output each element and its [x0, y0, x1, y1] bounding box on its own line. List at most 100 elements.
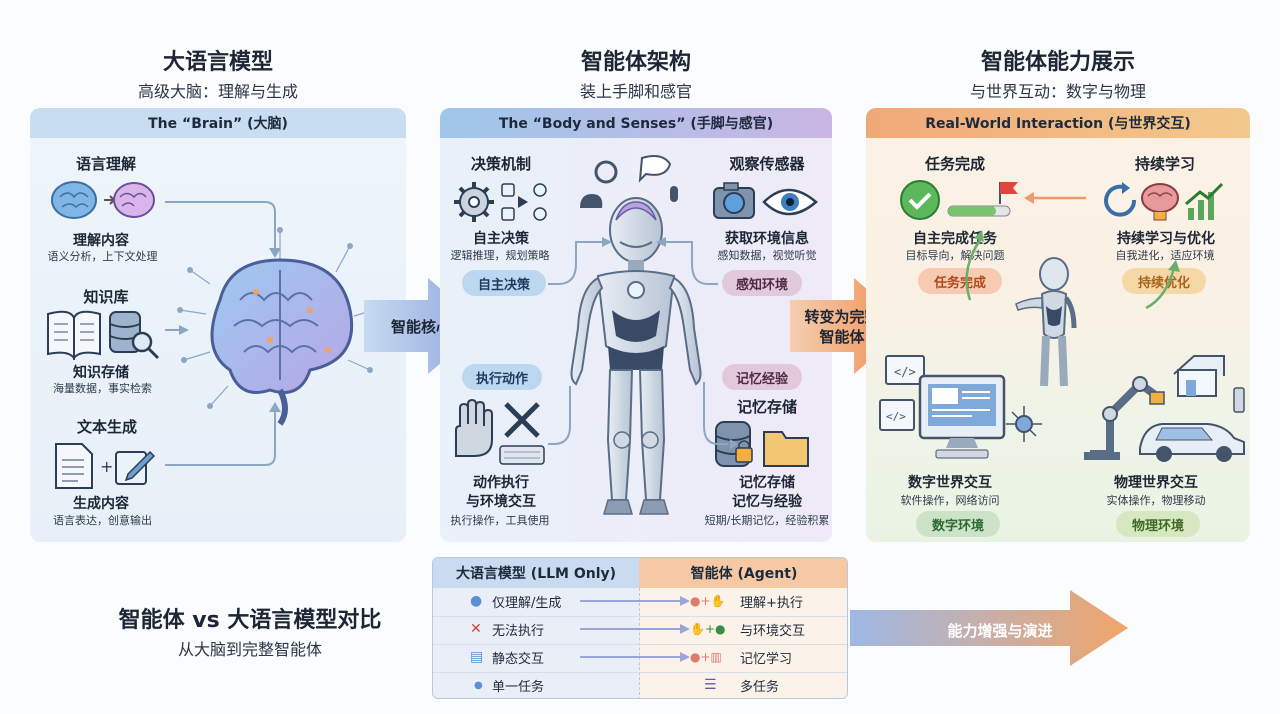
- gen-title: 文本生成: [76, 418, 137, 436]
- task-desc: 目标导向，解决问题: [905, 249, 1005, 262]
- memory-pill: 记忆经验: [722, 364, 802, 390]
- central-brain-icon: [177, 227, 377, 426]
- small-brain-icon: ●: [470, 593, 483, 609]
- evolution-arrow: [850, 590, 1128, 666]
- pointing-robot-icon: [1015, 257, 1077, 387]
- col3-flow-arrows: [965, 192, 1180, 310]
- compare-row-right: 理解+执行: [740, 595, 803, 611]
- robot-arm-car-house-icon: [1084, 355, 1245, 462]
- evolution-arrow-label: 能力增强与演进: [947, 622, 1053, 640]
- compare-left-header: 大语言模型 (LLM Only): [433, 558, 639, 588]
- sensor-desc: 感知数据，视觉听觉: [717, 249, 817, 262]
- arrow-transform-label-2: 智能体: [819, 328, 865, 346]
- col1-subtitle: 高级大脑：理解与生成: [137, 82, 298, 101]
- learn-title: 持续学习: [1134, 155, 1195, 173]
- lang-label: 理解内容: [73, 233, 129, 249]
- task-label: 自主完成任务: [913, 231, 997, 247]
- body-panel-header: The “Body and Senses” (手脚与感官): [440, 108, 832, 138]
- database-folder-icon: [715, 421, 809, 467]
- memory-title: 记忆存储: [736, 398, 797, 416]
- window-icon: ▤: [470, 649, 484, 665]
- col2-title: 智能体架构: [580, 50, 691, 75]
- robot-hand-tools-icon: [455, 398, 545, 465]
- col3-subtitle: 与世界互动：数字与物理: [969, 82, 1146, 101]
- memory-desc: 短期/长期记忆，经验积累: [704, 514, 830, 527]
- row-arrow-icon: [580, 652, 690, 662]
- memory-label2: 记忆与经验: [732, 494, 802, 510]
- compare-right-header: 智能体 (Agent): [639, 558, 847, 588]
- compare-row-divider-3: [433, 672, 847, 673]
- dot-icon: ●: [474, 679, 483, 691]
- sensor-label: 获取环境信息: [725, 231, 809, 247]
- check-progress-icon: [900, 180, 1018, 220]
- decision-desc: 逻辑推理，规划策略: [450, 249, 550, 262]
- compare-row-left: 仅理解/生成: [492, 595, 562, 611]
- action-label1: 动作执行: [473, 475, 529, 491]
- task-pill: 任务完成: [918, 268, 1002, 294]
- memory-label1: 记忆存储: [739, 475, 795, 491]
- col1-title: 大语言模型: [162, 50, 273, 75]
- compare-row: ● 仅理解/生成 ●+✋ 理解+执行: [434, 587, 846, 615]
- col3-title: 智能体能力展示: [980, 50, 1135, 75]
- gen-label: 生成内容: [73, 496, 129, 512]
- computer-network-icon: </> </>: [879, 355, 1042, 459]
- blocked-icon: ✕: [470, 621, 482, 637]
- row-arrow-icon: [580, 624, 690, 634]
- compare-row-right: 多任务: [740, 679, 780, 695]
- gen-desc: 语言表达，创意输出: [53, 514, 152, 527]
- physical-desc: 实体操作，物理移动: [1106, 494, 1206, 507]
- compare-left-bg: [433, 588, 639, 698]
- kb-title: 知识库: [83, 288, 129, 306]
- compare-row: ● 单一任务 ☰ 多任务: [434, 671, 846, 699]
- compare-divider: [639, 588, 640, 698]
- compare-title: 智能体 vs 大语言模型对比: [118, 608, 382, 633]
- brain-icon: [51, 181, 155, 219]
- physical-label: 物理世界交互: [1114, 475, 1198, 491]
- digital-label: 数字世界交互: [908, 475, 992, 491]
- digital-pill: 数字环境: [916, 511, 1000, 537]
- arrow-transform-label-1: 转变为完整: [804, 308, 880, 326]
- svg-text:</>: </>: [886, 410, 906, 423]
- svg-text:+: +: [100, 457, 113, 476]
- arrow-core-label: 智能核心: [390, 318, 451, 336]
- col1-connectors: [165, 201, 281, 466]
- compare-subtitle: 从大脑到完整智能体: [177, 640, 322, 659]
- compare-row-left: 静态交互: [492, 651, 545, 667]
- list-icon: ☰: [704, 677, 717, 693]
- gear-flow-icon: [454, 182, 547, 222]
- compare-right-bg: [639, 588, 847, 698]
- camera-eye-icon: [713, 182, 818, 219]
- action-pill: 执行动作: [462, 364, 542, 390]
- compare-row-left: 单一任务: [492, 679, 545, 695]
- action-label2: 与环境交互: [466, 494, 536, 510]
- document-edit-icon: +: [55, 443, 156, 489]
- col2-subtitle: 装上手脚和感官: [579, 82, 692, 101]
- decision-title: 决策机制: [470, 155, 531, 173]
- action-desc: 执行操作，工具使用: [450, 514, 550, 527]
- humanoid-robot-icon: [570, 155, 702, 515]
- decision-pill: 自主决策: [462, 270, 546, 296]
- sensor-pill: 感知环境: [722, 270, 802, 296]
- compare-row-left: 无法执行: [492, 623, 545, 639]
- physical-pill: 物理环境: [1116, 511, 1200, 537]
- learn-label: 持续学习与优化: [1117, 231, 1215, 247]
- kb-label: 知识存储: [73, 365, 129, 381]
- col2-connectors: [548, 237, 738, 449]
- svg-text:</>: </>: [894, 365, 916, 379]
- brain-hand-icon: ●+✋: [690, 594, 726, 608]
- lang-title: 语言理解: [75, 155, 136, 173]
- compare-row-right: 与环境交互: [740, 623, 806, 639]
- learn-growth-icon: [1104, 182, 1224, 221]
- book-database-icon: [47, 310, 160, 360]
- world-panel: Real-World Interaction (与世界交互): [866, 108, 1250, 542]
- row-arrow-icon: [580, 596, 690, 606]
- compare-row-right: 记忆学习: [740, 651, 793, 667]
- kb-desc: 海量数据，事实检索: [53, 382, 152, 395]
- sensor-title: 观察传感器: [729, 155, 805, 173]
- brain-panel-header: The “Brain” (大脑): [30, 108, 406, 138]
- digital-desc: 软件操作，网络访问: [900, 494, 1000, 507]
- task-title: 任务完成: [924, 155, 985, 173]
- compare-row: ▤ 静态交互 ●+▥ 记忆学习: [434, 643, 846, 671]
- lang-desc: 语义分析，上下文处理: [47, 250, 158, 263]
- brain-book-icon: ●+▥: [690, 650, 722, 664]
